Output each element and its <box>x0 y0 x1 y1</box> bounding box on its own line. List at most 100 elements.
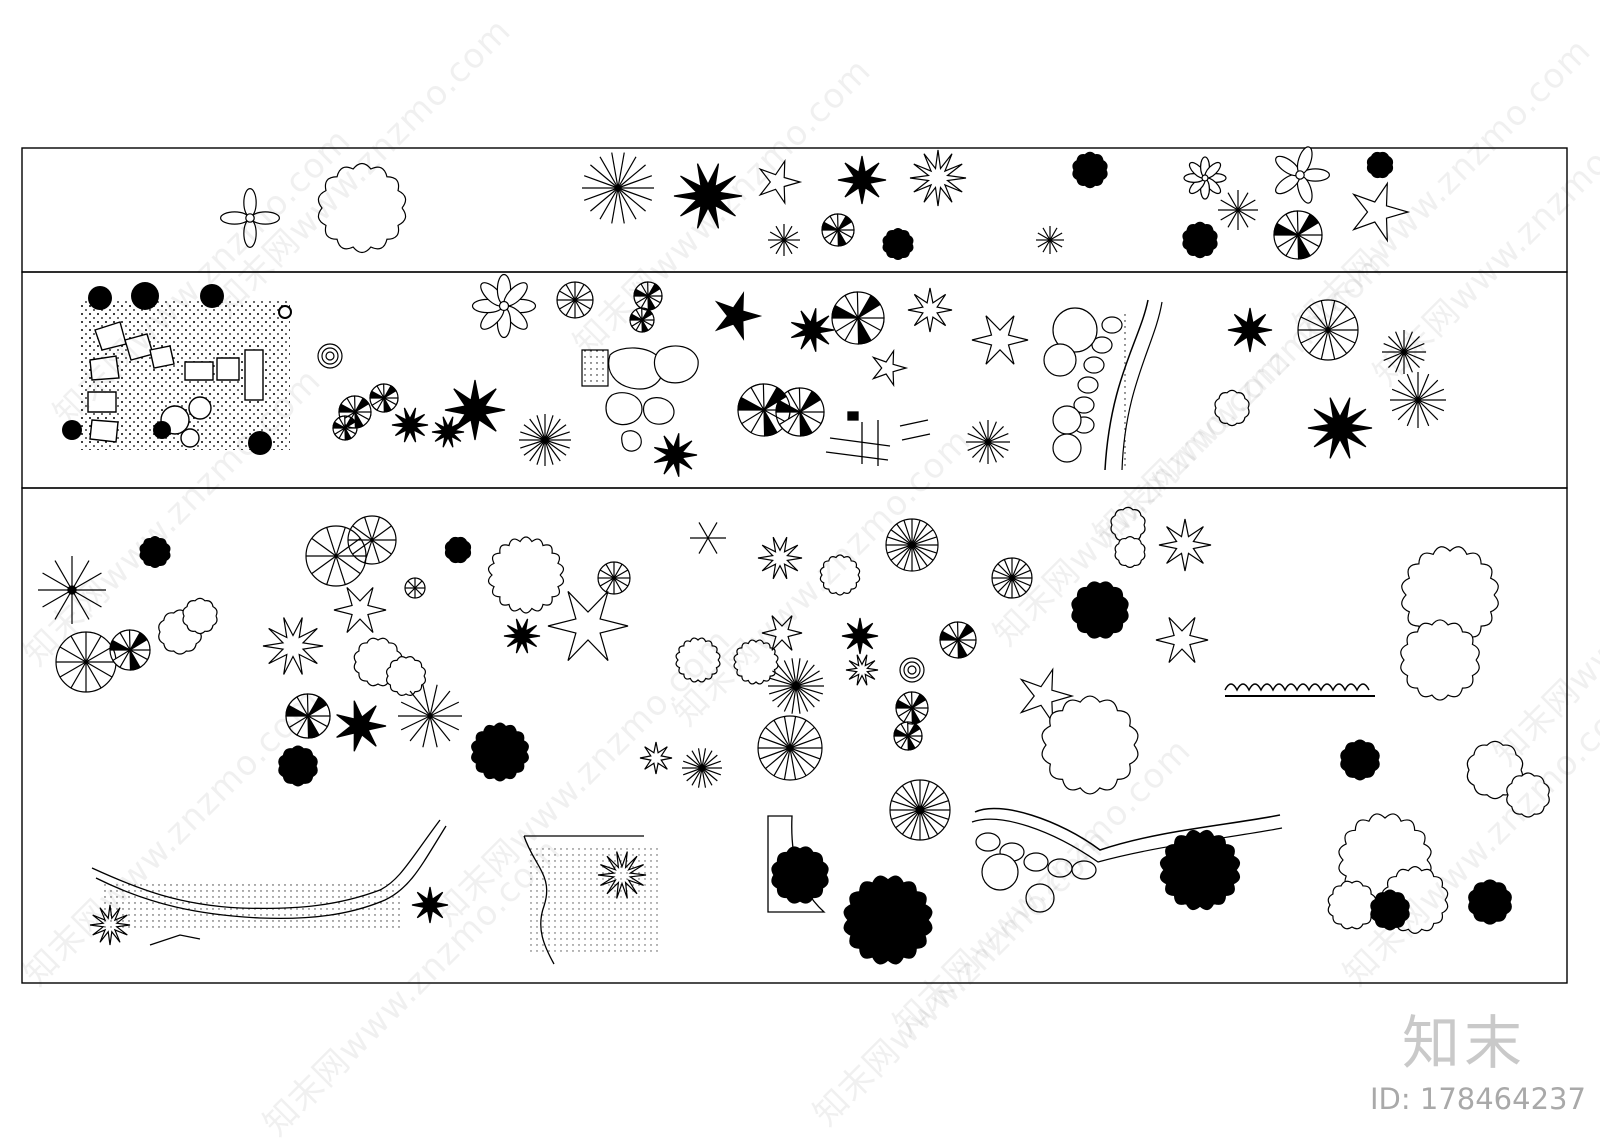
courtyard-vignette <box>62 282 292 455</box>
boulder-garden-vignette <box>581 345 699 452</box>
plant-symbol-star-c <box>1158 518 1212 572</box>
plant-symbol-fern <box>837 155 887 205</box>
plant-symbol-tiny-disc <box>404 577 426 599</box>
plant-symbol-large-disc-b <box>775 387 825 437</box>
plant-symbol-palm-cluster <box>444 379 506 441</box>
plant-symbol-round-shrub <box>966 420 1010 464</box>
plant-symbol-groundcover <box>882 227 914 261</box>
panel-frames <box>21 147 1568 984</box>
plant-symbol-dense-palm <box>519 414 571 466</box>
plant-symbol-clock-tree <box>1297 299 1359 361</box>
plant-symbol-disc-d <box>633 281 663 311</box>
plant-symbol-specimen-cluster <box>1071 581 1129 639</box>
plant-symbol-dense-fan <box>885 518 939 572</box>
plant-symbol-rosette <box>819 554 861 596</box>
plant-symbol-disc-e <box>629 307 655 333</box>
plant-symbol-disc-i <box>895 691 929 725</box>
plant-symbol-spiky-b <box>845 654 879 686</box>
plant-symbol-reed <box>1218 190 1258 230</box>
plant-symbol-sunburst-tree <box>582 152 654 224</box>
plant-symbol-corner-mass <box>843 875 933 965</box>
plant-symbol-large-disc-a <box>737 383 791 437</box>
plant-symbol-dark-shrub <box>1072 151 1108 189</box>
plant-symbol-disc-c <box>332 415 358 441</box>
grass-strip <box>1224 683 1375 697</box>
plant-symbol-ring-shrub-a <box>675 637 721 683</box>
plant-symbol-deciduous-tree <box>38 556 106 624</box>
plant-symbol-segmented-b <box>831 291 885 345</box>
plant-symbol-starburst-b <box>1390 372 1446 428</box>
plant-symbol-small-bush <box>1214 389 1250 427</box>
plant-symbol-border-mass <box>1159 829 1241 911</box>
plant-symbol-spider <box>907 287 953 333</box>
plant-symbol-dark-star <box>714 291 763 341</box>
plant-symbol-fern-b <box>391 407 429 443</box>
plant-symbol-burst-c <box>682 748 722 788</box>
plant-symbol-ring-shrub-b <box>733 639 779 685</box>
plant-symbol-large-fern <box>1307 397 1373 459</box>
plant-symbol-lily <box>220 188 280 248</box>
plant-symbol-dense-tree <box>889 779 951 841</box>
plant-symbol-fan-tree-b <box>347 515 397 565</box>
plant-symbol-small-palm <box>1036 226 1064 254</box>
plant-symbol-sectored <box>285 693 331 739</box>
plant-symbol-tiny-shrub <box>1366 151 1394 179</box>
plant-symbol-canopy-outline <box>1041 695 1139 795</box>
plant-symbol-dark-bush <box>278 745 318 787</box>
plant-symbol-open-bush-b <box>1114 535 1146 569</box>
stone-path-vignette <box>1043 299 1163 471</box>
plant-symbol-snowflake <box>333 587 387 633</box>
plant-symbol-star-flower <box>1183 156 1227 200</box>
plant-symbol-spider-b <box>757 536 803 580</box>
plant-symbol-cycad <box>791 308 835 352</box>
plant-symbol-spiky-a <box>841 617 879 655</box>
plant-symbol-peony <box>1275 146 1331 204</box>
plant-symbols <box>38 146 1550 965</box>
pond-edge-vignette <box>523 815 826 965</box>
plant-symbol-small-star <box>871 348 909 388</box>
plant-symbol-small-fern <box>639 741 673 775</box>
plant-symbol-bush-c <box>182 597 218 635</box>
path-crossing-vignette <box>825 411 931 466</box>
plant-symbol-small-tree <box>768 224 800 256</box>
plant-symbol-hex-tree <box>690 522 726 554</box>
plant-symbol-grove-dark <box>1468 879 1512 925</box>
plant-symbol-dashed-ring <box>556 281 594 319</box>
plant-symbol-hedge-outline <box>487 536 565 614</box>
plant-symbol-broad-leaf <box>547 590 629 662</box>
plant-symbol-palm-c <box>336 700 387 752</box>
plant-symbol-grove-dark-b <box>1370 889 1410 931</box>
plant-symbol-round-shrub-b <box>991 557 1033 599</box>
plant-symbol-disc-b <box>369 383 399 413</box>
plant-symbol-segmented-tree <box>1273 210 1323 260</box>
plant-symbol-twin-canopy-b <box>385 655 427 697</box>
plant-symbol-quad-leaf <box>1155 617 1209 663</box>
plant-symbol-fern-e <box>503 618 541 654</box>
plant-symbol-mixed-bed <box>471 722 529 782</box>
plant-symbol-fan-tree-a <box>305 525 367 587</box>
plant-symbol-fern-c <box>431 416 465 448</box>
plant-symbol-crosshair-tree <box>55 631 117 693</box>
plant-symbol-disc-g <box>597 561 631 595</box>
garden-walk-vignette <box>971 807 1283 913</box>
brand-logo: 知末 <box>1402 1009 1527 1077</box>
plant-symbol-fern-f <box>411 886 449 924</box>
plant-symbol-fern-d <box>1227 307 1273 353</box>
plant-symbol-open-bush-d <box>1506 772 1550 818</box>
plant-symbol-leafy-shrub <box>1182 221 1218 259</box>
plant-symbol-ring-tree <box>757 715 823 781</box>
plant-symbol-lotus <box>471 273 537 339</box>
plant-symbol-swirl-tree <box>768 658 824 714</box>
plant-symbol-bush-a <box>139 535 171 569</box>
image-id-label: ID: 178464237 <box>1370 1082 1586 1116</box>
plant-symbol-planting-bed-a <box>1401 546 1499 644</box>
plant-symbol-star-shrub <box>758 159 803 205</box>
plant-symbol-shrub-mass <box>317 162 407 254</box>
plant-symbol-disc-f <box>109 629 151 671</box>
plant-symbol-lily-star <box>971 315 1029 365</box>
plant-symbol-column-bed <box>771 846 829 904</box>
plant-symbol-starburst-a <box>1382 330 1426 374</box>
plant-symbol-tiny-bush <box>444 536 472 564</box>
plant-symbol-disc-h <box>939 621 977 659</box>
